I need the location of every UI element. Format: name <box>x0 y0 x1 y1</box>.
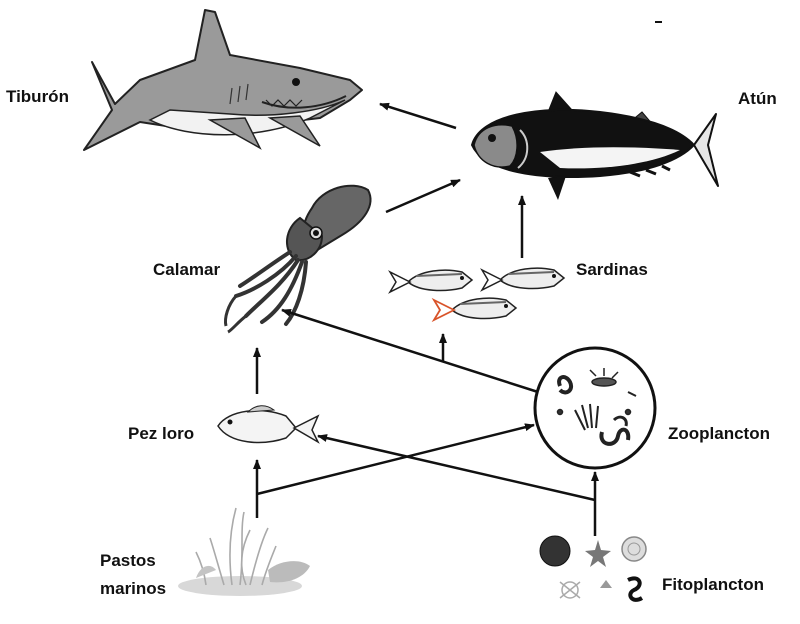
phytoplankton-illustration <box>539 535 647 602</box>
zooplankton-illustration <box>533 346 657 470</box>
shark-illustration <box>83 9 363 151</box>
label-shark: Tiburón <box>6 87 69 106</box>
sardines-illustration <box>388 267 566 323</box>
label-parrotfish: Pez loro <box>128 424 195 443</box>
label-sardines: Sardinas <box>576 260 648 279</box>
label-tuna: Atún <box>738 89 777 108</box>
arrow-zooplankton-to-squid <box>281 308 539 394</box>
label-seagrass-line2: marinos <box>100 579 167 598</box>
label-seagrass-line1: Pastos <box>100 551 156 570</box>
tuna-illustration <box>470 91 719 200</box>
label-zooplankton: Zooplancton <box>668 424 770 443</box>
label-phytoplankton: Fitoplancton <box>662 575 764 594</box>
food-web-arrows <box>253 102 599 536</box>
arrow-tuna-to-shark <box>379 102 457 130</box>
arrow-phytoplankton-to-parrotfish <box>317 434 596 502</box>
arrow-seagrass-to-zooplankton <box>256 423 535 496</box>
seagrass-illustration <box>178 507 310 596</box>
parrotfish-illustration <box>217 405 320 444</box>
squid-illustration <box>224 184 372 334</box>
label-squid: Calamar <box>153 260 221 279</box>
arrow-squid-to-tuna <box>385 178 461 214</box>
